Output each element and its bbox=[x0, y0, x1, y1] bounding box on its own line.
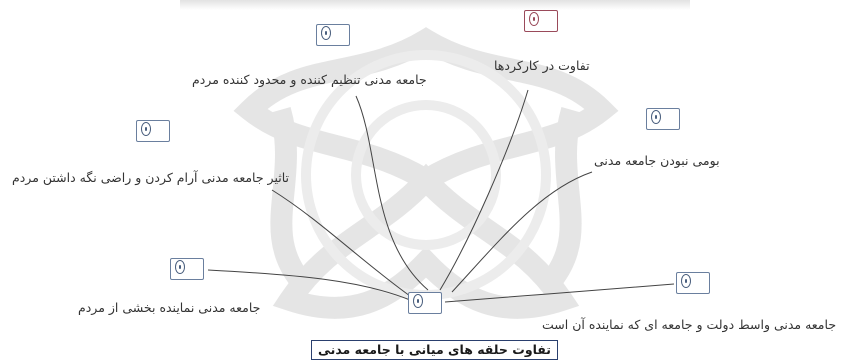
node-icon bbox=[681, 274, 691, 288]
connector-regulating bbox=[355, 95, 429, 291]
diagram-title: تفاوت حلقه های میانی با جامعه مدنی bbox=[311, 340, 558, 360]
node-regulating[interactable] bbox=[316, 24, 350, 46]
node-intermediary[interactable] bbox=[676, 272, 710, 294]
label-representative: جامعه مدنی نماینده بخشی از مردم bbox=[78, 300, 261, 315]
node-icon bbox=[413, 294, 423, 308]
label-functions: تفاوت در کارکردها bbox=[494, 58, 590, 73]
connector-calming bbox=[271, 189, 411, 297]
label-calming: تاثیر جامعه مدنی آرام کردن و راضی نگه دا… bbox=[12, 170, 289, 185]
node-icon bbox=[651, 110, 661, 124]
connector-non-native bbox=[451, 171, 593, 293]
connector-representative bbox=[207, 269, 411, 301]
node-icon bbox=[141, 122, 151, 136]
connector-functions bbox=[439, 89, 529, 291]
top-shadow-band bbox=[180, 0, 690, 10]
node-icon bbox=[175, 260, 185, 274]
node-icon bbox=[529, 12, 539, 26]
node-representative[interactable] bbox=[170, 258, 204, 280]
connector-intermediary bbox=[444, 283, 675, 303]
label-regulating: جامعه مدنی تنظیم کننده و محدود کننده مرد… bbox=[192, 72, 427, 87]
node-center[interactable] bbox=[408, 292, 442, 314]
node-non-native[interactable] bbox=[646, 108, 680, 130]
node-functions[interactable] bbox=[524, 10, 558, 32]
node-icon bbox=[321, 26, 331, 40]
label-intermediary: جامعه مدنی واسط دولت و جامعه ای که نماین… bbox=[542, 317, 837, 332]
node-calming[interactable] bbox=[136, 120, 170, 142]
label-non-native: بومی نبودن جامعه مدنی bbox=[594, 153, 720, 168]
